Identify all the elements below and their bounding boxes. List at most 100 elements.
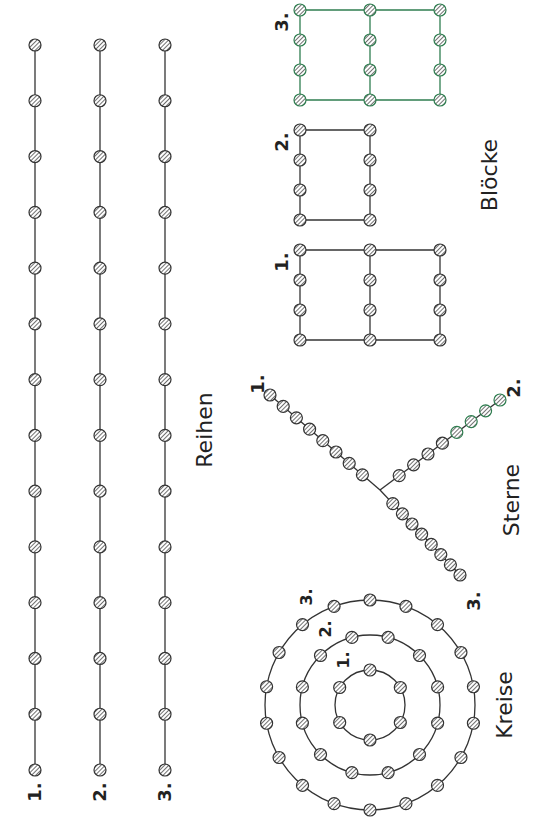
hatched-dot — [159, 206, 171, 218]
hatched-dot — [94, 95, 106, 107]
group-title: Reihen — [194, 392, 216, 467]
group-title: Kreise — [494, 671, 516, 739]
hatched-dot — [29, 597, 41, 609]
hatched-dot — [94, 485, 106, 497]
circle-line — [335, 670, 405, 740]
hatched-dot — [294, 274, 306, 286]
hatched-dot — [29, 95, 41, 107]
hatched-dot — [343, 457, 355, 469]
hatched-dot — [294, 124, 306, 136]
hatched-dot — [294, 334, 306, 346]
hatched-dot — [382, 767, 394, 779]
hatched-dot — [451, 426, 463, 438]
hatched-dot — [315, 748, 327, 760]
hatched-dot — [364, 214, 376, 226]
hatched-dot — [436, 437, 448, 449]
hatched-dot — [467, 717, 479, 729]
hatched-dot — [29, 318, 41, 330]
hatched-dot — [261, 681, 273, 693]
hatched-dot — [94, 374, 106, 386]
hatched-dot — [364, 804, 376, 816]
circle-line — [300, 635, 440, 775]
hatched-dot — [294, 34, 306, 46]
hatched-dot — [364, 94, 376, 106]
connecting-line — [270, 395, 380, 490]
hatched-dot — [159, 541, 171, 553]
connecting-line — [300, 219, 370, 220]
hatched-dot — [159, 39, 171, 51]
hatched-dot — [273, 647, 285, 659]
hatched-dot — [434, 274, 446, 286]
hatched-dot — [273, 752, 285, 764]
hatched-dot — [159, 708, 171, 720]
hatched-dot — [364, 244, 376, 256]
hatched-dot — [413, 650, 425, 662]
connecting-line — [369, 130, 370, 220]
connecting-line — [299, 250, 300, 340]
hatched-dot — [296, 717, 308, 729]
connecting-line — [300, 129, 370, 130]
hatched-dot — [294, 64, 306, 76]
hatched-dot — [294, 4, 306, 16]
hatched-dot — [94, 541, 106, 553]
hatched-dot — [434, 34, 446, 46]
hatched-dot — [297, 779, 309, 791]
hatched-dot — [454, 569, 466, 581]
hatched-dot — [408, 459, 420, 471]
hatched-dot — [294, 184, 306, 196]
hatched-dot — [29, 708, 41, 720]
group-title: Sterne — [501, 464, 523, 536]
hatched-dot — [346, 631, 358, 643]
hatched-dot — [394, 717, 406, 729]
group-title: Blöcke — [479, 139, 501, 211]
hatched-dot — [416, 528, 428, 540]
hatched-dot — [467, 681, 479, 693]
hatched-dot — [277, 400, 289, 412]
hatched-dot — [29, 206, 41, 218]
hatched-dot — [94, 708, 106, 720]
hatched-dot — [382, 631, 394, 643]
connecting-line — [439, 250, 440, 340]
hatched-dot — [364, 304, 376, 316]
hatched-dot — [364, 34, 376, 46]
hatched-dot — [159, 151, 171, 163]
hatched-dot — [387, 498, 399, 510]
row-number: 2. — [91, 782, 109, 801]
hatched-dot — [455, 647, 467, 659]
hatched-dot — [364, 274, 376, 286]
row-number: 1. — [26, 782, 44, 801]
hatched-dot — [396, 508, 408, 520]
hatched-dot — [400, 798, 412, 810]
hatched-dot — [394, 682, 406, 694]
hatched-dot — [159, 374, 171, 386]
hatched-dot — [346, 767, 358, 779]
hatched-dot — [434, 244, 446, 256]
hatched-dot — [29, 262, 41, 274]
hatched-dot — [317, 435, 329, 447]
hatched-dot — [334, 682, 346, 694]
hatched-dot — [431, 779, 443, 791]
connecting-line — [380, 400, 500, 490]
hatched-dot — [315, 650, 327, 662]
hatched-dot — [29, 485, 41, 497]
row-number: 3. — [156, 782, 174, 801]
hatched-dot — [159, 485, 171, 497]
hatched-dot — [431, 619, 443, 631]
hatched-dot — [290, 412, 302, 424]
connecting-line — [380, 490, 460, 575]
hatched-dot — [29, 429, 41, 441]
hatched-dot — [334, 717, 346, 729]
connecting-line — [369, 10, 370, 100]
block-number: 3. — [273, 12, 291, 31]
hatched-dot — [434, 94, 446, 106]
hatched-dot — [364, 4, 376, 16]
star-number: 3. — [465, 591, 483, 610]
hatched-dot — [364, 124, 376, 136]
hatched-dot — [294, 304, 306, 316]
hatched-dot — [29, 764, 41, 776]
hatched-dot — [364, 154, 376, 166]
hatched-dot — [304, 423, 316, 435]
hatched-dot — [29, 374, 41, 386]
hatched-dot — [159, 429, 171, 441]
hatched-dot — [364, 184, 376, 196]
